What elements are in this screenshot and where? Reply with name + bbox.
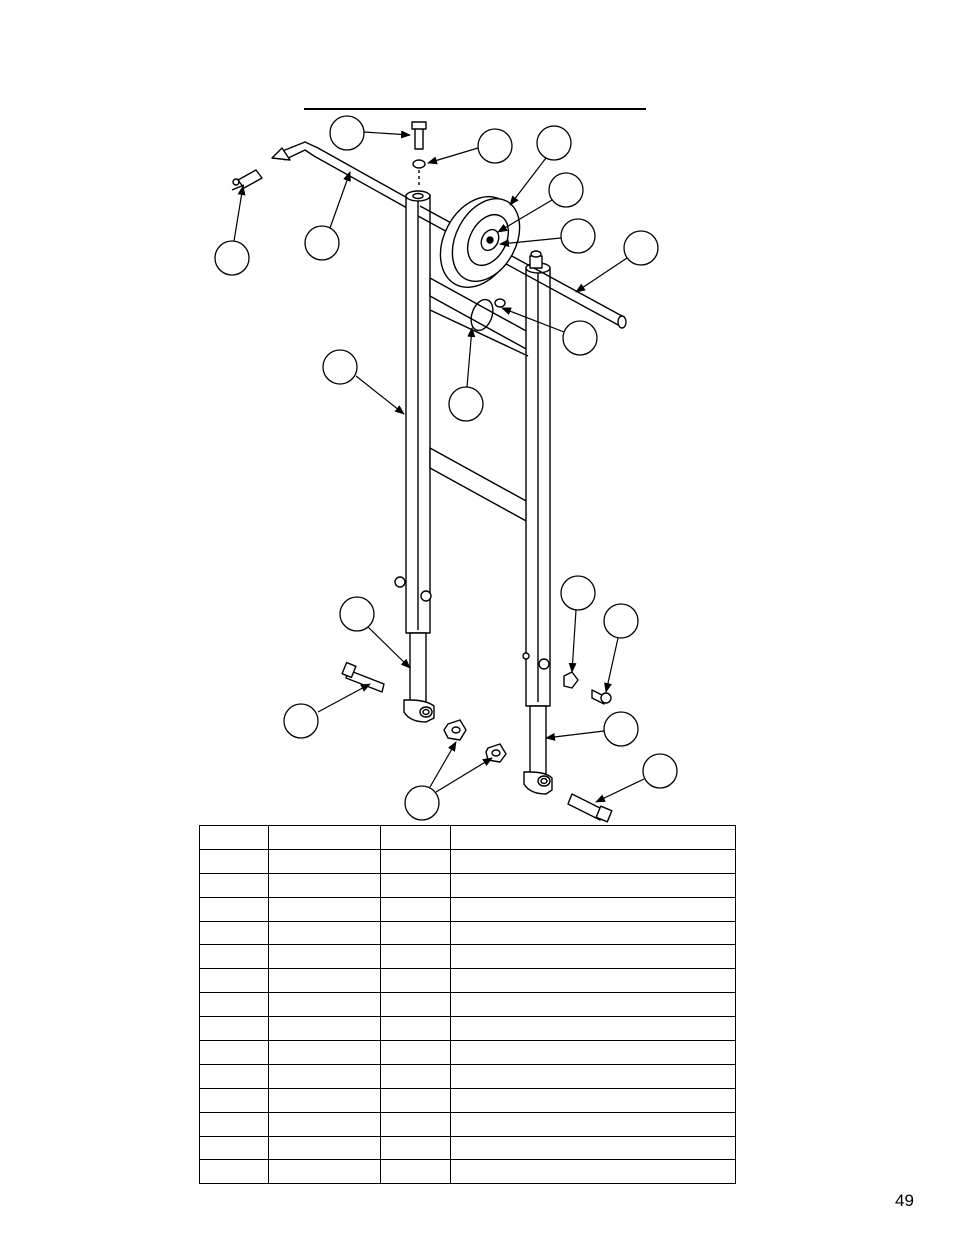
page-number: 49 [895, 1191, 914, 1210]
table-cell [380, 968, 451, 994]
table-cell [199, 872, 269, 898]
leader-lines [233, 130, 645, 803]
table-cell [199, 825, 269, 850]
parts-list-table [199, 825, 736, 1185]
exploded-assembly-drawing [214, 115, 678, 823]
table-row [199, 1159, 736, 1185]
table-cell [199, 848, 269, 874]
table-cell [268, 1135, 381, 1161]
table-cell [450, 872, 736, 898]
table-cell [268, 1063, 381, 1089]
table-cell [380, 992, 451, 1018]
table-cell [199, 896, 269, 922]
title-underline [304, 108, 646, 110]
right-pin-bolt [567, 793, 613, 823]
table-cell [380, 896, 451, 922]
table-cell [380, 920, 451, 946]
table-cell [380, 1111, 451, 1137]
table-row [199, 920, 736, 946]
table-row [199, 1063, 736, 1089]
table-cell [450, 944, 736, 970]
left-lower-leg [403, 632, 435, 723]
table-cell [268, 1040, 381, 1065]
table-cell [380, 848, 451, 874]
table-row [199, 944, 736, 970]
table-row [199, 1016, 736, 1042]
table-row [199, 1135, 736, 1161]
table-cell [380, 1087, 451, 1113]
table-cell [268, 848, 381, 874]
table-cell [380, 1040, 451, 1065]
table-cell [268, 920, 381, 946]
grease-fitting [529, 250, 543, 269]
table-cell [380, 825, 451, 850]
table-cell [268, 1159, 381, 1185]
table-cell [199, 1040, 269, 1065]
table-cell [380, 872, 451, 898]
table-cell [199, 1135, 269, 1161]
table-cell [450, 1135, 736, 1161]
table-cell [199, 1016, 269, 1042]
table-cell [450, 1111, 736, 1137]
balloon-callouts [214, 115, 678, 821]
table-cell [450, 1063, 736, 1089]
table-cell [199, 1087, 269, 1113]
right-lower-leg [523, 705, 553, 795]
table-cell [450, 1040, 736, 1065]
top-bolt [411, 121, 427, 188]
table-row [199, 968, 736, 994]
table-cell [199, 1063, 269, 1089]
wheel [439, 196, 521, 288]
table-cell [380, 1135, 451, 1161]
left-upright [405, 190, 431, 634]
table-row [199, 825, 736, 850]
table-cell [268, 1111, 381, 1137]
table-cell [450, 896, 736, 922]
table-row [199, 896, 736, 922]
table-cell [450, 968, 736, 994]
table-cell [199, 1159, 269, 1185]
table-cell [380, 1016, 451, 1042]
table-cell [380, 944, 451, 970]
table-cell [450, 920, 736, 946]
table-cell [199, 1111, 269, 1137]
table-cell [199, 992, 269, 1018]
table-cell [380, 1159, 451, 1185]
grip-knob [231, 169, 263, 191]
table-cell [268, 872, 381, 898]
table-cell [450, 1016, 736, 1042]
table-cell [450, 848, 736, 874]
table-row [199, 1111, 736, 1137]
lock-nuts [394, 576, 612, 763]
table-cell [450, 1087, 736, 1113]
parts-table-body [199, 825, 736, 1185]
table-row [199, 1040, 736, 1065]
table-cell [380, 1063, 451, 1089]
table-cell [268, 968, 381, 994]
table-cell [450, 992, 736, 1018]
table-cell [450, 1159, 736, 1185]
table-cell [199, 920, 269, 946]
table-cell [268, 992, 381, 1018]
right-upright [525, 262, 551, 707]
table-row [199, 992, 736, 1018]
clip-ring [470, 298, 506, 332]
table-cell [199, 944, 269, 970]
table-cell [268, 1016, 381, 1042]
table-cell [268, 944, 381, 970]
table-cell [450, 825, 736, 850]
table-row [199, 872, 736, 898]
table-cell [268, 1087, 381, 1113]
table-row [199, 848, 736, 874]
left-pin-bolt [341, 661, 385, 693]
table-cell [199, 968, 269, 994]
table-cell [268, 896, 381, 922]
table-row [199, 1087, 736, 1113]
handle-rod [271, 141, 421, 214]
table-cell [268, 825, 381, 850]
